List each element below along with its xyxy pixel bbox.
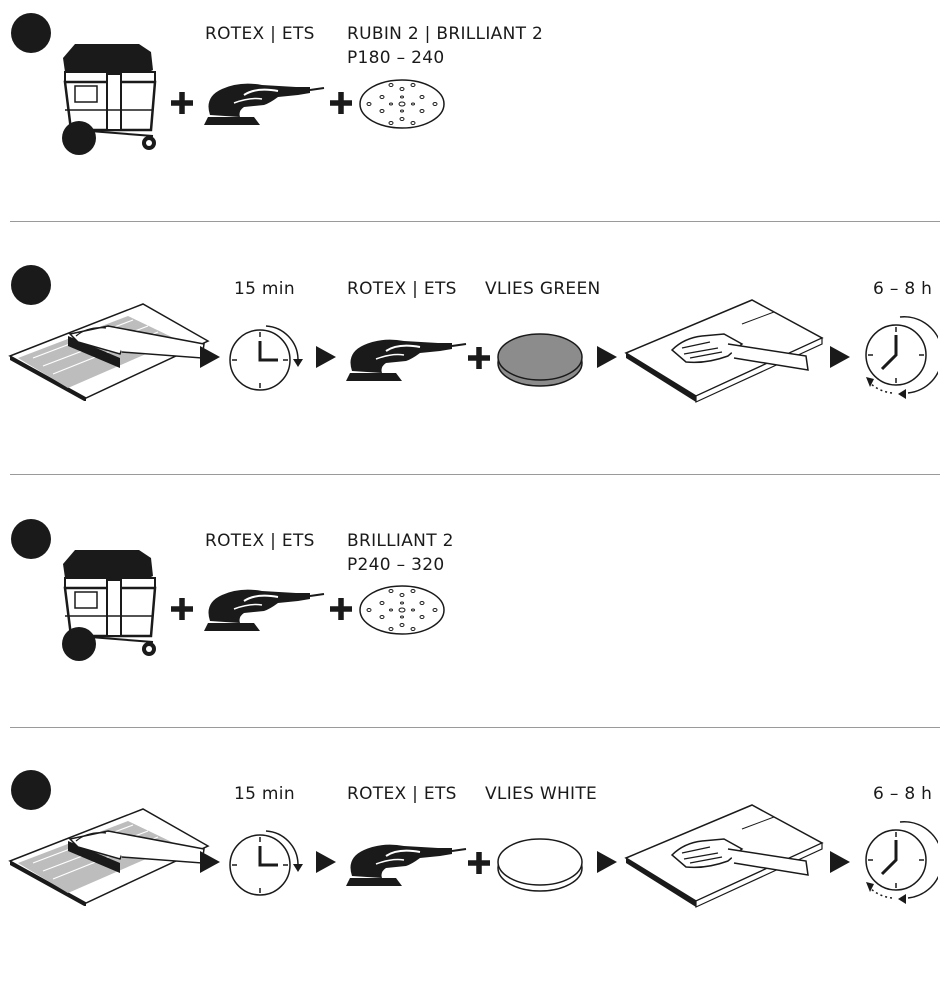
arrow-icon xyxy=(597,851,617,873)
wipe-surface-icon xyxy=(624,803,824,908)
sander-icon xyxy=(200,75,325,127)
arrow-icon xyxy=(200,346,220,368)
hand-sanding-icon xyxy=(8,296,213,401)
tool-label: ROTEX | ETS xyxy=(347,782,457,806)
arrow-icon xyxy=(200,851,220,873)
arrow-icon xyxy=(316,346,336,368)
sander-icon xyxy=(342,836,467,888)
dust-extractor-icon xyxy=(57,40,167,155)
wait-time-label: 15 min xyxy=(234,277,295,301)
wipe-surface-icon xyxy=(624,298,824,403)
plus-icon xyxy=(330,92,352,114)
hand-sanding-icon xyxy=(8,801,213,906)
grit-label: P240 – 320 xyxy=(347,553,444,577)
step-3: ROTEX | ETS BRILLIANT 2 P240 – 320 xyxy=(0,506,950,736)
plus-icon xyxy=(171,92,193,114)
tool-label: ROTEX | ETS xyxy=(205,529,315,553)
divider xyxy=(10,727,940,728)
vlies-white-pad-icon xyxy=(496,835,584,893)
abrasive-label: BRILLIANT 2 xyxy=(347,529,454,553)
arrow-icon xyxy=(830,346,850,368)
clock-dry-icon xyxy=(848,812,938,912)
dust-extractor-icon xyxy=(57,546,167,661)
arrow-icon xyxy=(597,346,617,368)
sanding-disc-icon xyxy=(357,583,447,637)
dry-time-label: 6 – 8 h xyxy=(873,277,932,301)
step-3-marker xyxy=(11,519,51,559)
pad-label: VLIES GREEN xyxy=(485,277,601,301)
plus-icon xyxy=(468,852,490,874)
tool-label: ROTEX | ETS xyxy=(347,277,457,301)
wait-time-label: 15 min xyxy=(234,782,295,806)
divider xyxy=(10,221,940,222)
plus-icon xyxy=(171,598,193,620)
tool-label: ROTEX | ETS xyxy=(205,22,315,46)
sander-icon xyxy=(200,581,325,633)
clock-dry-icon xyxy=(848,307,938,407)
arrow-icon xyxy=(830,851,850,873)
pad-label: VLIES WHITE xyxy=(485,782,597,806)
divider xyxy=(10,474,940,475)
step-1-marker xyxy=(11,13,51,53)
vlies-green-pad-icon xyxy=(496,330,584,388)
step-4: 15 min ROTEX | ETS VLIES WHITE 6 – 8 h xyxy=(0,758,950,988)
grit-label: P180 – 240 xyxy=(347,46,444,70)
step-1: ROTEX | ETS RUBIN 2 | BRILLIANT 2 P180 –… xyxy=(0,0,950,230)
step-2: 15 min ROTEX | ETS VLIES GREEN 6 – 8 h xyxy=(0,253,950,483)
sanding-disc-icon xyxy=(357,77,447,131)
clock-wait-icon xyxy=(224,818,314,908)
plus-icon xyxy=(468,347,490,369)
dry-time-label: 6 – 8 h xyxy=(873,782,932,806)
sander-icon xyxy=(342,331,467,383)
arrow-icon xyxy=(316,851,336,873)
clock-wait-icon xyxy=(224,313,314,403)
plus-icon xyxy=(330,598,352,620)
abrasive-label: RUBIN 2 | BRILLIANT 2 xyxy=(347,22,543,46)
